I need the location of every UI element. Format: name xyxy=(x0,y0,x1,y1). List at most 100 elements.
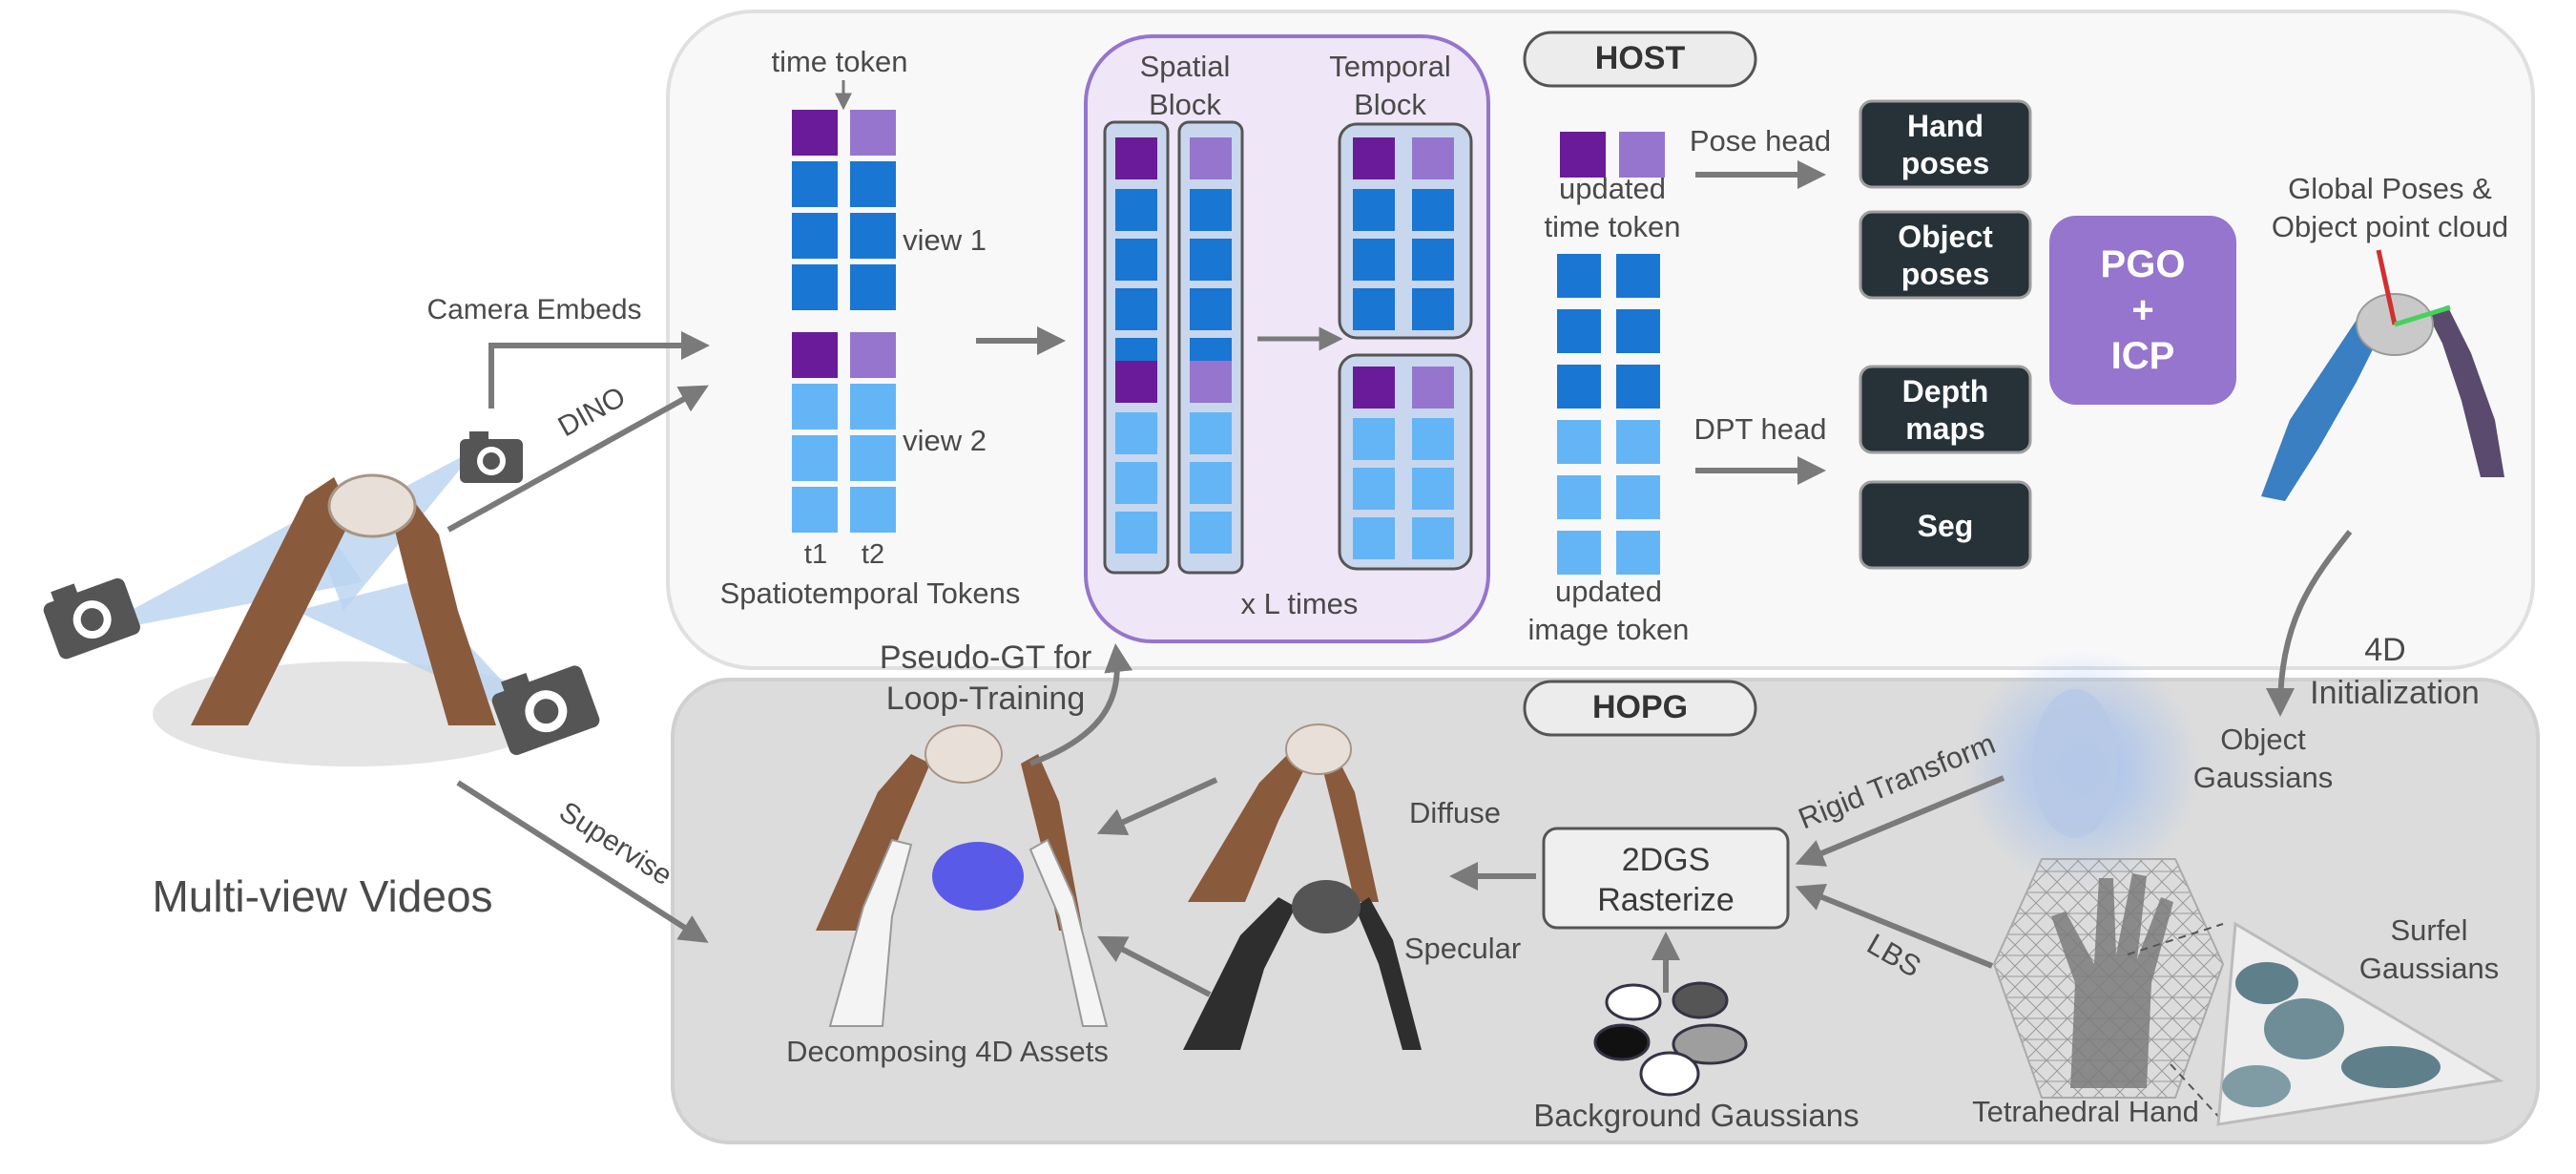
pgo-icp-box: PGO + ICP xyxy=(2049,216,2236,405)
token-square xyxy=(1412,137,1454,179)
token-square xyxy=(792,110,838,156)
token-square xyxy=(1115,512,1157,554)
token-square xyxy=(1190,239,1232,281)
multi-view-videos-label: Multi-view Videos xyxy=(152,871,492,921)
diffuse-render xyxy=(1188,723,1379,902)
supervise-arrow xyxy=(456,780,709,943)
right-arm xyxy=(391,496,496,725)
updated-token-grid xyxy=(1557,132,1665,575)
token-square xyxy=(1115,412,1157,454)
surfel-zoom-line xyxy=(2127,923,2224,955)
token-square xyxy=(792,213,838,259)
pseudo-gt-line2: Loop-Training xyxy=(886,681,1086,717)
lbs-arrow xyxy=(1795,883,1994,969)
background-gaussians-label: Background Gaussians xyxy=(1533,1098,1859,1133)
init-4d-line1: 4D xyxy=(2364,632,2405,668)
token-square xyxy=(1115,239,1157,281)
token-square xyxy=(1557,420,1601,464)
surfel-gaussians-line1: Surfel xyxy=(2391,913,2468,947)
spatial-block-label-line1: Spatial xyxy=(1140,50,1231,83)
token-square xyxy=(1412,239,1454,281)
token-square xyxy=(1616,475,1660,519)
token-square xyxy=(1412,468,1454,510)
global-poses-line2: Object point cloud xyxy=(2272,210,2508,243)
token-square xyxy=(1190,412,1232,454)
rasterize-line2: Rasterize xyxy=(1597,882,1735,918)
token-square xyxy=(1353,239,1395,281)
updated-image-token-line2: image token xyxy=(1528,613,1690,646)
camera-icon xyxy=(491,665,600,756)
camera-embeds-arrow xyxy=(488,331,710,409)
x-l-times-label: x L times xyxy=(1241,587,1359,620)
token-square xyxy=(1557,309,1601,353)
token-square xyxy=(1115,288,1157,330)
init-4d-line2: Initialization xyxy=(2310,675,2480,711)
camera-icon xyxy=(460,431,523,483)
temporal-block-label-line1: Temporal xyxy=(1329,50,1451,83)
object-gaussians-render xyxy=(1963,649,2201,888)
surfel-gaussians-line2: Gaussians xyxy=(2359,952,2499,985)
token-square xyxy=(1115,462,1157,504)
token-square xyxy=(1190,288,1232,330)
token-square xyxy=(1190,361,1232,403)
temporal-block-label-line2: Block xyxy=(1354,88,1426,121)
supervise-label: Supervise xyxy=(553,796,677,891)
token-square xyxy=(1115,361,1157,403)
token-square xyxy=(1616,365,1660,409)
pseudo-gt-line1: Pseudo-GT for xyxy=(880,639,1091,676)
hand-poses-box: Hand poses xyxy=(1859,99,2032,189)
global-poses-line1: Global Poses & xyxy=(2288,172,2492,205)
held-object xyxy=(327,473,417,538)
token-square xyxy=(1412,288,1454,330)
tetrahedral-hand-render xyxy=(1992,858,2225,1099)
icp-label: ICP xyxy=(2111,335,2175,377)
token-square xyxy=(1616,309,1660,353)
token-square xyxy=(1115,137,1157,179)
token-square xyxy=(850,435,896,481)
view2-label: view 2 xyxy=(903,424,987,457)
token-square xyxy=(850,213,896,259)
depth-maps-line2: maps xyxy=(1905,411,1985,446)
depth-maps-line1: Depth xyxy=(1902,374,1989,409)
hand-poses-line1: Hand xyxy=(1907,109,1984,143)
token-square xyxy=(1353,468,1395,510)
host-title: HOST xyxy=(1595,40,1686,76)
token-square xyxy=(1557,254,1601,298)
spatial-block-label-line2: Block xyxy=(1149,88,1221,121)
camera-icon xyxy=(43,577,140,660)
rasterize-line1: 2DGS xyxy=(1622,842,1711,878)
token-square xyxy=(850,110,896,156)
token-square xyxy=(792,264,838,310)
capture-scene xyxy=(43,431,600,766)
hand-object-pointcloud-render xyxy=(2261,249,2504,501)
pseudo-gt-loop-arrow xyxy=(1028,643,1133,766)
pose-head-label: Pose head xyxy=(1690,124,1831,157)
left-arm xyxy=(191,477,353,725)
specular-label: Specular xyxy=(1404,932,1521,965)
surfel-gaussians-triangle xyxy=(2216,921,2504,1126)
view1-label: view 1 xyxy=(903,223,987,257)
token-square xyxy=(1616,420,1660,464)
seg-box: Seg xyxy=(1859,480,2032,570)
spatiotemporal-token-grid xyxy=(792,110,896,533)
token-square xyxy=(850,384,896,430)
spatiotemporal-tokens-label: Spatiotemporal Tokens xyxy=(720,577,1021,610)
token-square xyxy=(1353,189,1395,231)
token-square xyxy=(1557,365,1601,409)
token-square xyxy=(1412,189,1454,231)
camera-embeds-label: Camera Embeds xyxy=(426,294,641,325)
diffuse-to-decompose-arrow xyxy=(1096,777,1218,835)
specular-to-decompose-arrow xyxy=(1097,935,1212,997)
hopg-title-pill: HOPG xyxy=(1523,680,1757,737)
token-square xyxy=(1560,132,1606,178)
token-square xyxy=(1616,531,1660,575)
tetrahedral-hand-label: Tetrahedral Hand xyxy=(1972,1095,2199,1128)
token-square xyxy=(1616,254,1660,298)
token-square xyxy=(850,264,896,310)
token-square xyxy=(792,161,838,207)
token-square xyxy=(1557,475,1601,519)
hand-poses-line2: poses xyxy=(1901,146,1989,180)
token-square xyxy=(1353,137,1395,179)
hopg-title: HOPG xyxy=(1592,689,1688,725)
